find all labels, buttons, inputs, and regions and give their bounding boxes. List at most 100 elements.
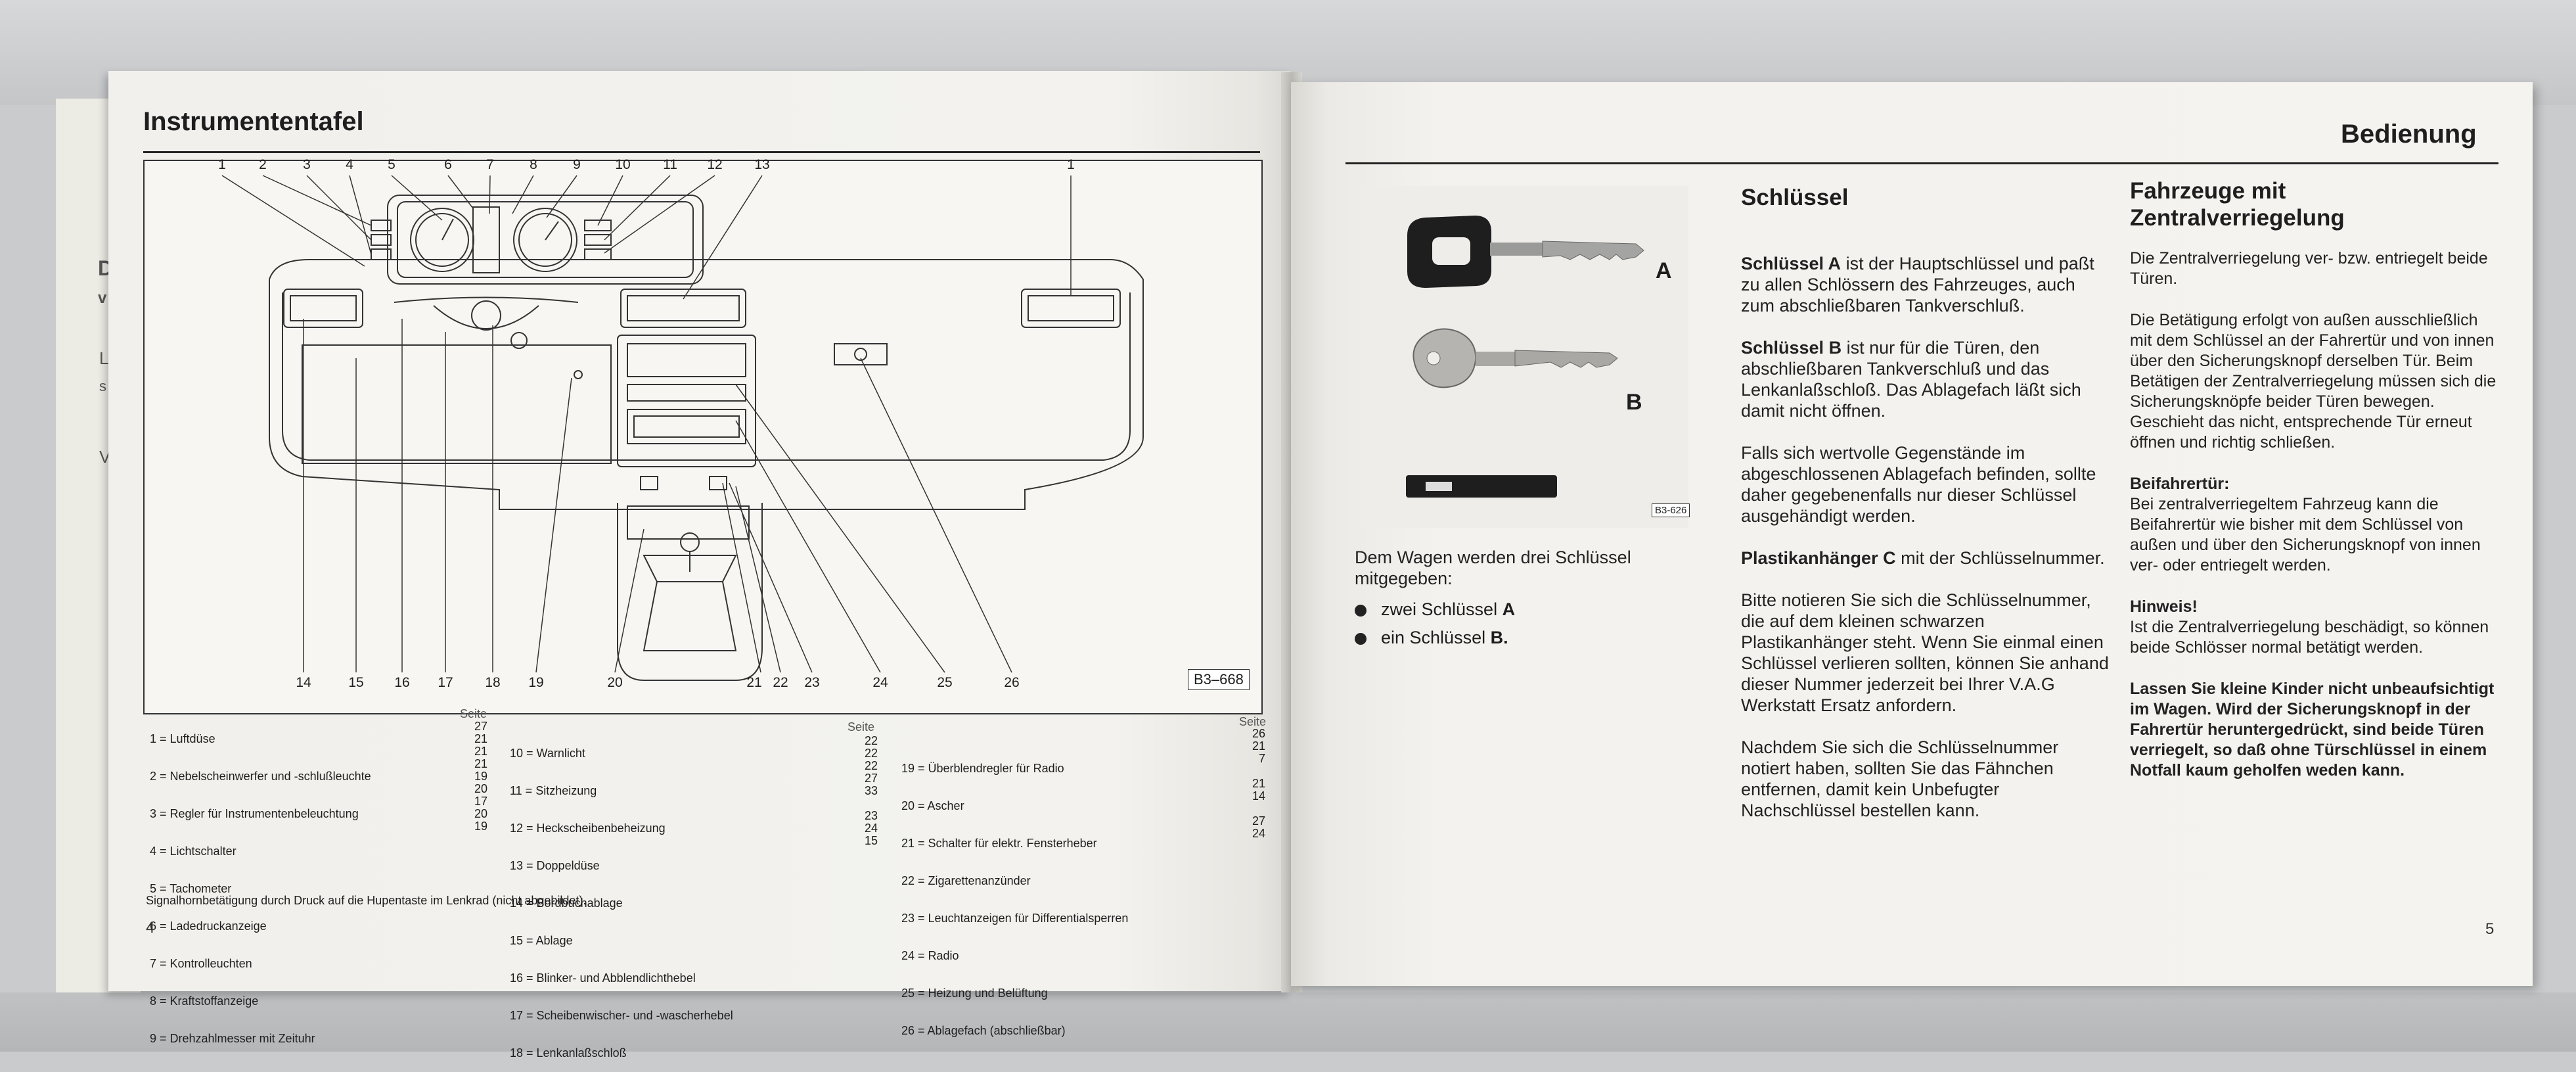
legend-item: 25 = Heizung und Belüftung bbox=[901, 987, 1048, 1000]
callout-number: 6 bbox=[444, 157, 452, 172]
legend-item: 2 = Nebelscheinwerfer und -schlußleuchte bbox=[150, 770, 371, 783]
paragraph-text: ist nur für die Türen, den abschließbare… bbox=[1741, 338, 2081, 421]
legend-item: 10 = Warnlicht bbox=[510, 747, 585, 760]
legend-item: 26 = Ablagefach (abschließbar) bbox=[901, 1024, 1066, 1037]
legend-item: 7 = Kontrolleuchten bbox=[150, 957, 252, 970]
bullet-text: ein Schlüssel bbox=[1381, 628, 1491, 647]
page-number-left: 4 bbox=[146, 919, 155, 937]
legend-item: 15 = Ablage bbox=[510, 934, 573, 947]
callout-number: 17 bbox=[438, 675, 453, 690]
zentralverriegelung-column: Die Zentralverriegelung ver- bzw. entrie… bbox=[2130, 248, 2498, 802]
page-ref: 21 bbox=[474, 745, 487, 758]
seite-label: Seite bbox=[460, 707, 487, 720]
legend-item: 22 = Zigarettenanzünder bbox=[901, 874, 1031, 887]
keys-photo: A B C bbox=[1360, 186, 1688, 528]
under-page-fragment: v bbox=[98, 289, 107, 307]
callout-number: 9 bbox=[573, 157, 581, 172]
key-label-a: A bbox=[1656, 258, 1672, 283]
page-ref: 22 bbox=[864, 759, 878, 772]
legend-item: 12 = Heckscheibenbeheizung bbox=[510, 822, 666, 835]
page-ref: 24 bbox=[864, 822, 878, 835]
callout-number: 11 bbox=[663, 157, 677, 172]
callout-number: 5 bbox=[388, 157, 395, 172]
schluessel-heading: Schlüssel bbox=[1741, 185, 1849, 210]
page-ref: 22 bbox=[864, 747, 878, 760]
legend-item: 14 = Bordbuchablage bbox=[510, 897, 623, 910]
bold-lead: Plastikanhänger C bbox=[1741, 548, 1896, 568]
legend-item: 16 = Blinker- und Abblendlichthebel bbox=[510, 971, 696, 985]
page-ref: 21 bbox=[1252, 777, 1265, 790]
page-ref bbox=[854, 797, 878, 810]
paragraph: Nachdem Sie sich die Schlüsselnummer not… bbox=[1741, 737, 2059, 820]
legend-item: 1 = Luftdüse bbox=[150, 732, 215, 745]
paragraph: Lassen Sie kleine Kinder nicht unbeaufsi… bbox=[2130, 679, 2498, 781]
callout-number: 24 bbox=[872, 675, 888, 690]
page-ref: 33 bbox=[864, 784, 878, 797]
page-number-right: 5 bbox=[2485, 920, 2495, 938]
legend-item: 6 = Ladedruckanzeige bbox=[150, 920, 267, 933]
paragraph: Falls sich wertvolle Gegenstände im abge… bbox=[1741, 443, 2096, 526]
callout-number: 3 bbox=[303, 157, 311, 172]
bold-lead: Hinweis! bbox=[2130, 597, 2198, 616]
bullet-text: zwei Schlüssel bbox=[1381, 599, 1503, 619]
dashboard-diagram: 1 2 3 4 5 6 7 8 9 10 11 12 13 1 14 15 16… bbox=[143, 157, 1263, 714]
photo-code: B3-626 bbox=[1652, 503, 1690, 517]
page-ref: 17 bbox=[474, 795, 487, 808]
page-ref: 15 bbox=[864, 834, 878, 847]
page-ref: 19 bbox=[474, 770, 487, 783]
page-ref: 24 bbox=[1252, 827, 1265, 840]
paragraph: Die Betätigung erfolgt von außen ausschl… bbox=[2130, 311, 2497, 452]
callout-number: 12 bbox=[707, 157, 723, 172]
legend-item: 11 = Sitzheizung bbox=[510, 784, 597, 797]
legend-pages-3: 26 21 7 21 14 27 24 bbox=[1242, 728, 1265, 840]
paragraph-text: mit der Schlüsselnummer. bbox=[1895, 548, 2105, 568]
paragraph: Die Zentralverriegelung ver- bzw. entrie… bbox=[2130, 249, 2488, 288]
dashboard-illustration bbox=[221, 175, 1144, 681]
legend-item: 23 = Leuchtanzeigen für Differentialsper… bbox=[901, 912, 1129, 925]
legend-item: 20 = Ascher bbox=[901, 799, 964, 812]
bullet-bold: A bbox=[1502, 599, 1516, 619]
page-ref bbox=[1242, 765, 1265, 778]
legend-item: 19 = Überblendregler für Radio bbox=[901, 762, 1064, 775]
key-label-b: B bbox=[1626, 390, 1642, 415]
bold-lead: Beifahrertür: bbox=[2130, 475, 2230, 493]
callout-number: 25 bbox=[937, 675, 953, 690]
page-ref: 22 bbox=[864, 734, 878, 747]
legend-item: 3 = Regler für Instrumentenbeleuchtung bbox=[150, 807, 359, 820]
callout-number: 10 bbox=[615, 157, 631, 172]
page-ref: 20 bbox=[474, 782, 487, 795]
paragraph-text: Bei zentralverriegeltem Fahrzeug kann di… bbox=[2130, 495, 2481, 574]
callout-number: 23 bbox=[804, 675, 820, 690]
page-ref: 7 bbox=[1258, 752, 1265, 765]
legend-item: 24 = Radio bbox=[901, 949, 959, 962]
callout-number: 15 bbox=[348, 675, 364, 690]
callout-number: 22 bbox=[773, 675, 788, 690]
bullet-icon bbox=[1355, 604, 1367, 617]
legend-column-3: 19 = Überblendregler für Radio 20 = Asch… bbox=[901, 737, 1128, 1050]
legend-item: 8 = Kraftstoffanzeige bbox=[150, 994, 259, 1008]
page-ref: 21 bbox=[1252, 739, 1265, 753]
legend-pages-2: 22 22 22 27 33 23 24 15 bbox=[854, 735, 878, 847]
page-ref: 20 bbox=[474, 807, 487, 820]
legend-item: 5 = Tachometer bbox=[150, 882, 232, 895]
under-page-fragment: s bbox=[99, 378, 106, 394]
seite-label: Seite bbox=[847, 720, 875, 734]
callout-number: 13 bbox=[754, 157, 770, 172]
paragraph-text: ist der Hauptschlüssel und paßt zu allen… bbox=[1741, 254, 2094, 315]
page-ref bbox=[1242, 803, 1265, 815]
caption-text: Dem Wagen werden drei Schlüssel mitgegeb… bbox=[1355, 548, 1631, 588]
bullet-item: ein Schlüssel B. bbox=[1355, 628, 1508, 648]
footnote: Signalhornbetätigung durch Druck auf die… bbox=[146, 894, 587, 907]
page-ref: 23 bbox=[864, 809, 878, 822]
seite-label: Seite bbox=[1239, 715, 1267, 728]
paragraph: Schlüssel A ist der Hauptschlüssel und p… bbox=[1741, 253, 2109, 316]
diagram-code: B3–668 bbox=[1188, 669, 1250, 690]
callout-number: 2 bbox=[259, 157, 267, 172]
page-ref: 27 bbox=[864, 772, 878, 785]
callout-number: 16 bbox=[394, 675, 410, 690]
page-ref: 21 bbox=[474, 732, 487, 745]
callout-number: 20 bbox=[607, 675, 623, 690]
paragraph: Beifahrertür: Bei zentralverriegeltem Fah… bbox=[2130, 474, 2498, 576]
callout-number: 21 bbox=[746, 675, 762, 690]
key-label-c: C bbox=[1536, 475, 1552, 500]
